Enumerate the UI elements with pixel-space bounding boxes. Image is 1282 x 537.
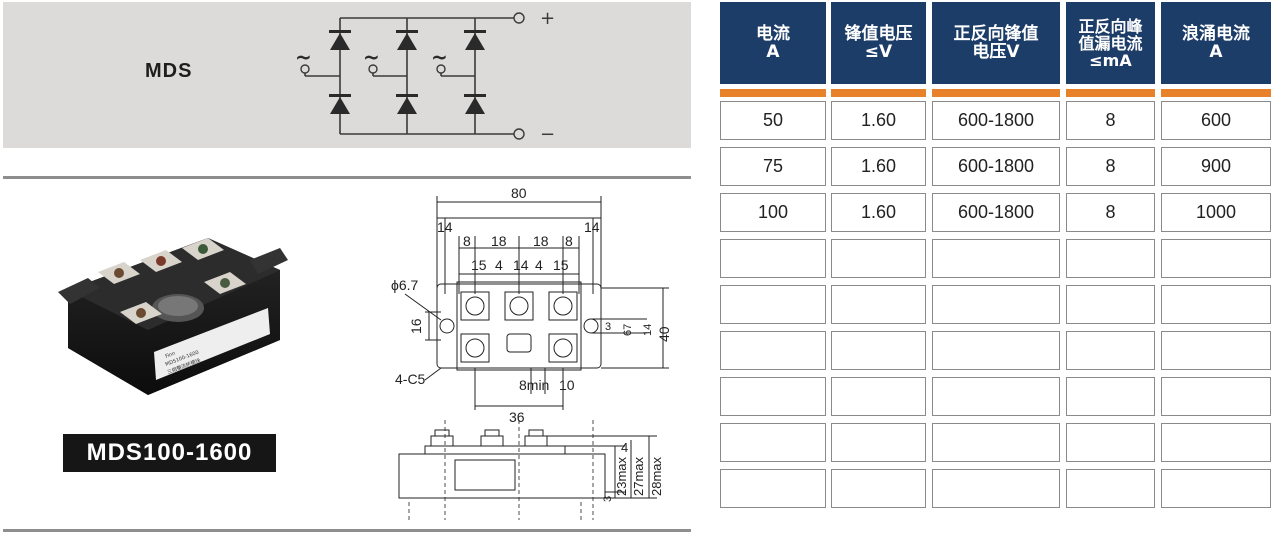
dim-8b: 8 [565, 233, 573, 249]
minus-symbol: − [540, 124, 555, 145]
table-cell [932, 285, 1060, 324]
table-cell [831, 469, 926, 508]
dim-c5: 4-C5 [395, 371, 426, 387]
dim-8min: 8min [519, 377, 549, 393]
header-leakage-current: 正反向峰值漏电流≤mA [1066, 2, 1155, 84]
accent-bar [831, 89, 926, 97]
table-cell [1161, 469, 1271, 508]
table-cell [932, 423, 1060, 462]
table-cell [932, 331, 1060, 370]
table-cell [720, 469, 826, 508]
header-peak-voltage: 锋值电压≤V [831, 2, 926, 84]
header-reverse-voltage: 正反向锋值电压V [932, 2, 1060, 84]
dim-36: 36 [509, 409, 525, 425]
table-cell [1066, 377, 1155, 416]
table-cell [1161, 423, 1271, 462]
accent-bar [1066, 89, 1155, 97]
table-cell: 1.60 [831, 147, 926, 186]
ac-symbol-3: ~ [431, 45, 448, 69]
dim-16: 16 [408, 318, 424, 334]
plus-symbol: + [540, 8, 555, 29]
dim-67: 67 [622, 324, 634, 336]
table-cell: 600-1800 [932, 101, 1060, 140]
series-panel: MDS [3, 2, 691, 148]
series-label: MDS [145, 60, 193, 82]
dim-4b: 4 [535, 257, 543, 273]
dim-23max: 23max [614, 456, 629, 496]
dim-14b: 14 [584, 219, 600, 235]
table-cell: 600-1800 [932, 147, 1060, 186]
table-cell: 1.60 [831, 193, 926, 232]
product-photo: Finn MDS100-1600 三相整流桥模块 [58, 238, 288, 395]
table-cell [1161, 285, 1271, 324]
dim-14d: 14 [642, 324, 654, 336]
dim-14a: 14 [437, 219, 453, 235]
dim-28max: 28max [649, 456, 664, 496]
model-badge: MDS100-1600 [63, 434, 276, 472]
table-cell [720, 423, 826, 462]
table-cell [932, 239, 1060, 278]
table-cell [1066, 469, 1155, 508]
table-cell [1066, 331, 1155, 370]
table-cell: 600 [1161, 101, 1271, 140]
ac-symbol-2: ~ [363, 45, 380, 69]
divider-bottom [3, 529, 691, 532]
table-cell [831, 331, 926, 370]
table-cell: 1000 [1161, 193, 1271, 232]
dim-phi: ϕ6.7 [391, 277, 419, 293]
table-cell: 75 [720, 147, 826, 186]
table-cell [720, 239, 826, 278]
table-cell [1066, 423, 1155, 462]
dim-8a: 8 [463, 233, 471, 249]
bridge-circuit-diagram: ~ ~ ~ + − [295, 8, 555, 145]
divider-top [3, 176, 691, 179]
dim-3: 3 [605, 321, 611, 333]
dim-10: 10 [559, 377, 575, 393]
table-cell: 8 [1066, 193, 1155, 232]
accent-bar [932, 89, 1060, 97]
table-cell [831, 377, 926, 416]
dim-40: 40 [656, 326, 672, 342]
table-cell [831, 423, 926, 462]
table-cell: 600-1800 [932, 193, 1060, 232]
table-cell [1066, 285, 1155, 324]
table-cell [1161, 377, 1271, 416]
table-cell: 1.60 [831, 101, 926, 140]
dim-14c: 14 [513, 257, 529, 273]
table-cell [720, 285, 826, 324]
dim-18a: 18 [491, 233, 507, 249]
table-cell [1161, 239, 1271, 278]
dim-18b: 18 [533, 233, 549, 249]
dim-4c: 4 [621, 440, 628, 455]
dim-27max: 27max [631, 456, 646, 496]
dim-3b: 3 [602, 496, 614, 502]
diode-icons [329, 30, 486, 114]
table-cell [1066, 239, 1155, 278]
dimension-drawing: 80 14 14 8 18 18 8 15 4 14 4 15 ϕ6.7 4-C… [391, 185, 672, 520]
table-cell [720, 377, 826, 416]
photo-brand: Finn [165, 351, 177, 360]
table-cell [932, 377, 1060, 416]
table-cell [831, 239, 926, 278]
table-cell [831, 285, 926, 324]
dim-15a: 15 [471, 257, 487, 273]
table-cell: 50 [720, 101, 826, 140]
accent-bar [1161, 89, 1271, 97]
table-cell [932, 469, 1060, 508]
dim-15b: 15 [553, 257, 569, 273]
dim-80: 80 [511, 185, 527, 201]
table-cell: 8 [1066, 147, 1155, 186]
dim-4a: 4 [495, 257, 503, 273]
table-cell [720, 331, 826, 370]
accent-bar [720, 89, 826, 97]
table-cell: 900 [1161, 147, 1271, 186]
ac-symbol-1: ~ [295, 45, 312, 69]
table-cell: 100 [720, 193, 826, 232]
table-cell: 8 [1066, 101, 1155, 140]
table-cell [1161, 331, 1271, 370]
